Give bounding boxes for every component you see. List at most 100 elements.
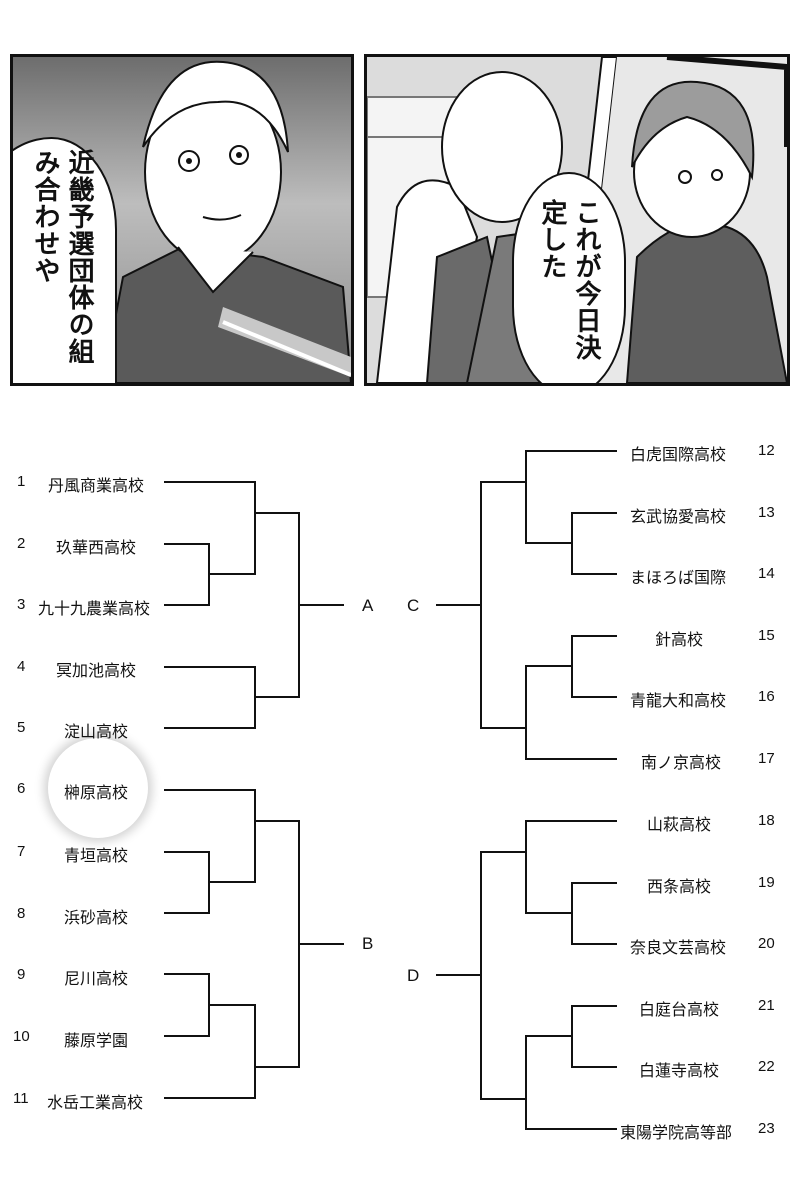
team-name: 青垣高校 — [64, 846, 129, 865]
team-name: 青龍大和高校 — [630, 691, 727, 710]
team-name: 淀山高校 — [64, 722, 129, 741]
bracket-line — [571, 512, 573, 575]
team-name: 浜砂高校 — [64, 908, 129, 927]
team-name: 南ノ京高校 — [641, 753, 722, 772]
bracket-line — [571, 1066, 617, 1068]
bracket-line — [254, 789, 256, 822]
speech-bubble-2: これが今日決定した — [512, 172, 626, 383]
seed-number: 18 — [758, 812, 775, 829]
manga-panel-1: 近畿予選団体の組み合わせや — [10, 54, 354, 386]
bracket-line — [571, 882, 573, 944]
seed-number: 14 — [758, 565, 775, 582]
bracket-line — [254, 1004, 256, 1099]
seed-number: 7 — [17, 843, 26, 860]
bracket-line — [571, 512, 617, 514]
team-name: 玖華西高校 — [56, 538, 137, 557]
bracket-line — [254, 820, 256, 883]
team-name: 九十九農業高校 — [38, 599, 151, 618]
bracket-line — [436, 974, 482, 976]
bracket-line — [571, 943, 617, 945]
bracket-line — [571, 573, 617, 575]
group-label-c: C — [407, 596, 420, 615]
team-name: 水岳工業高校 — [47, 1093, 144, 1112]
bracket-line — [164, 851, 210, 853]
team-name: 白蓮寺高校 — [639, 1061, 720, 1080]
bracket-line — [525, 820, 617, 822]
bracket-line — [164, 543, 210, 545]
seed-number: 16 — [758, 688, 775, 705]
bracket-line — [571, 635, 617, 637]
seed-number: 1 — [17, 473, 26, 490]
team-name: 尼川高校 — [64, 969, 129, 988]
bracket-line — [480, 1098, 526, 1100]
team-name-highlighted: 榊原高校 — [64, 783, 129, 802]
bracket-line — [254, 481, 256, 514]
seed-number: 2 — [17, 535, 26, 552]
bracket-line — [436, 604, 482, 606]
bracket-line — [164, 666, 255, 668]
bracket-line — [254, 512, 300, 514]
bracket-line — [525, 1035, 527, 1130]
bracket-line — [208, 573, 256, 575]
bracket-line — [525, 758, 617, 760]
team-name: 東陽学院高等部 — [620, 1123, 733, 1142]
bracket-line — [480, 727, 526, 729]
bracket-line — [480, 481, 482, 729]
bracket-line — [164, 604, 210, 606]
bracket-line — [164, 1035, 210, 1037]
bracket-line — [164, 912, 210, 914]
seed-number: 11 — [13, 1090, 29, 1107]
bracket-line — [164, 481, 255, 483]
highlight-spotlight — [48, 738, 148, 838]
bracket-line — [254, 1066, 300, 1068]
seed-number: 21 — [758, 997, 775, 1014]
bracket-line — [525, 912, 573, 914]
bracket-line — [571, 1005, 573, 1067]
bracket-line — [525, 1128, 617, 1130]
team-name: 玄武協愛高校 — [630, 507, 727, 526]
bracket-line — [208, 1004, 256, 1006]
bracket-line — [571, 635, 573, 698]
bracket-line — [164, 789, 255, 791]
seed-number: 3 — [17, 596, 26, 613]
bracket-line — [298, 943, 344, 945]
bracket-line — [525, 542, 573, 544]
seed-number: 23 — [758, 1120, 775, 1137]
seed-number: 9 — [17, 966, 26, 983]
seed-number: 19 — [758, 874, 775, 891]
bracket-line — [525, 820, 527, 914]
bracket-line — [480, 851, 482, 1100]
seed-number: 5 — [17, 719, 26, 736]
speech-text-1: 近畿予選団体の組み合わせや — [30, 149, 94, 365]
bracket-line — [254, 696, 300, 698]
bracket-line — [254, 820, 300, 822]
seed-number: 13 — [758, 504, 775, 521]
speech-text-2: これが今日決定した — [537, 199, 601, 361]
bracket-line — [164, 973, 210, 975]
team-name: 白庭台高校 — [639, 1000, 720, 1019]
team-name: 針高校 — [655, 630, 704, 649]
team-name: 冥加池高校 — [56, 661, 137, 680]
bracket-line — [571, 696, 617, 698]
group-label-a: A — [362, 596, 374, 615]
bracket-line — [298, 604, 344, 606]
seed-number: 8 — [17, 905, 26, 922]
seed-number: 6 — [17, 780, 26, 797]
team-name: 山萩高校 — [647, 815, 712, 834]
bracket-line — [525, 665, 527, 760]
seed-number: 12 — [758, 442, 775, 459]
seed-number: 10 — [13, 1028, 30, 1045]
speech-bubble-1: 近畿予選団体の組み合わせや — [13, 137, 117, 383]
manga-panel-2: これが今日決定した — [364, 54, 790, 386]
bracket-line — [164, 727, 255, 729]
character-illustration-1 — [101, 60, 351, 383]
group-label-b: B — [362, 934, 374, 953]
bracket-line — [525, 450, 617, 452]
team-name: 丹風商業高校 — [48, 476, 145, 495]
bracket-line — [480, 481, 526, 483]
seed-number: 15 — [758, 627, 775, 644]
bracket-line — [571, 1005, 617, 1007]
bracket-line — [525, 450, 527, 544]
team-name: 藤原学園 — [64, 1031, 129, 1050]
bracket-line — [525, 665, 573, 667]
